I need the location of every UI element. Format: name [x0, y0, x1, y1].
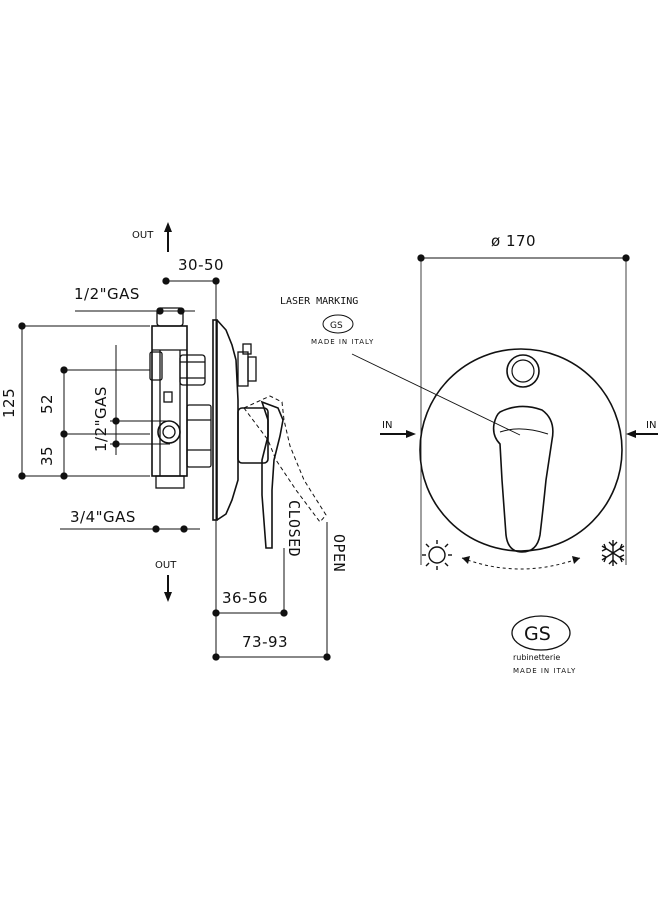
svg-text:GS: GS [330, 321, 343, 331]
three-quarter-gas-label: 3/4"GAS [70, 508, 136, 526]
in-right-label: IN [646, 420, 656, 431]
brand-logo-text: GS [524, 623, 551, 645]
out-bottom-label: OUT [155, 560, 177, 571]
out-top-label: OUT [132, 230, 154, 241]
snowflake-icon [601, 540, 625, 566]
side-view: OUT 30-50 1/2"GAS 125 52 35 [0, 222, 348, 661]
arrow-down-icon [164, 575, 172, 602]
made-in-italy-label: MADE IN ITALY [513, 667, 576, 675]
arrow-right-icon [380, 430, 416, 438]
dim-73-93-label: 73-93 [242, 633, 288, 651]
half-gas-vertical-label: 1/2"GAS [92, 386, 110, 452]
dim-36-56-label: 36-56 [222, 589, 268, 607]
laser-gs-logo: GS [322, 314, 354, 334]
dim-30-50-label: 30-50 [178, 256, 224, 274]
diameter-170-label: ø 170 [491, 232, 536, 250]
brand-logo: GS [511, 615, 571, 651]
closed-label: CLOSED [285, 500, 303, 557]
laser-marking-label: LASER MARKING [280, 296, 358, 307]
arrow-left-icon [626, 430, 658, 438]
in-left-label: IN [382, 420, 392, 431]
rotation-arc [461, 557, 581, 570]
sun-icon [422, 540, 452, 570]
arrow-up-icon [164, 222, 172, 252]
dim-52-label: 52 [38, 394, 56, 414]
brand-name: rubinetterie [513, 653, 560, 662]
dim-35-label: 35 [38, 446, 56, 466]
front-view: ø 170 LASER MARKING GS MADE IN ITALY IN … [280, 232, 658, 675]
laser-made-in-italy-label: MADE IN ITALY [311, 338, 374, 346]
open-label: OPEN [330, 534, 348, 572]
half-gas-top-label: 1/2"GAS [74, 285, 140, 303]
dim-125-label: 125 [0, 388, 18, 418]
